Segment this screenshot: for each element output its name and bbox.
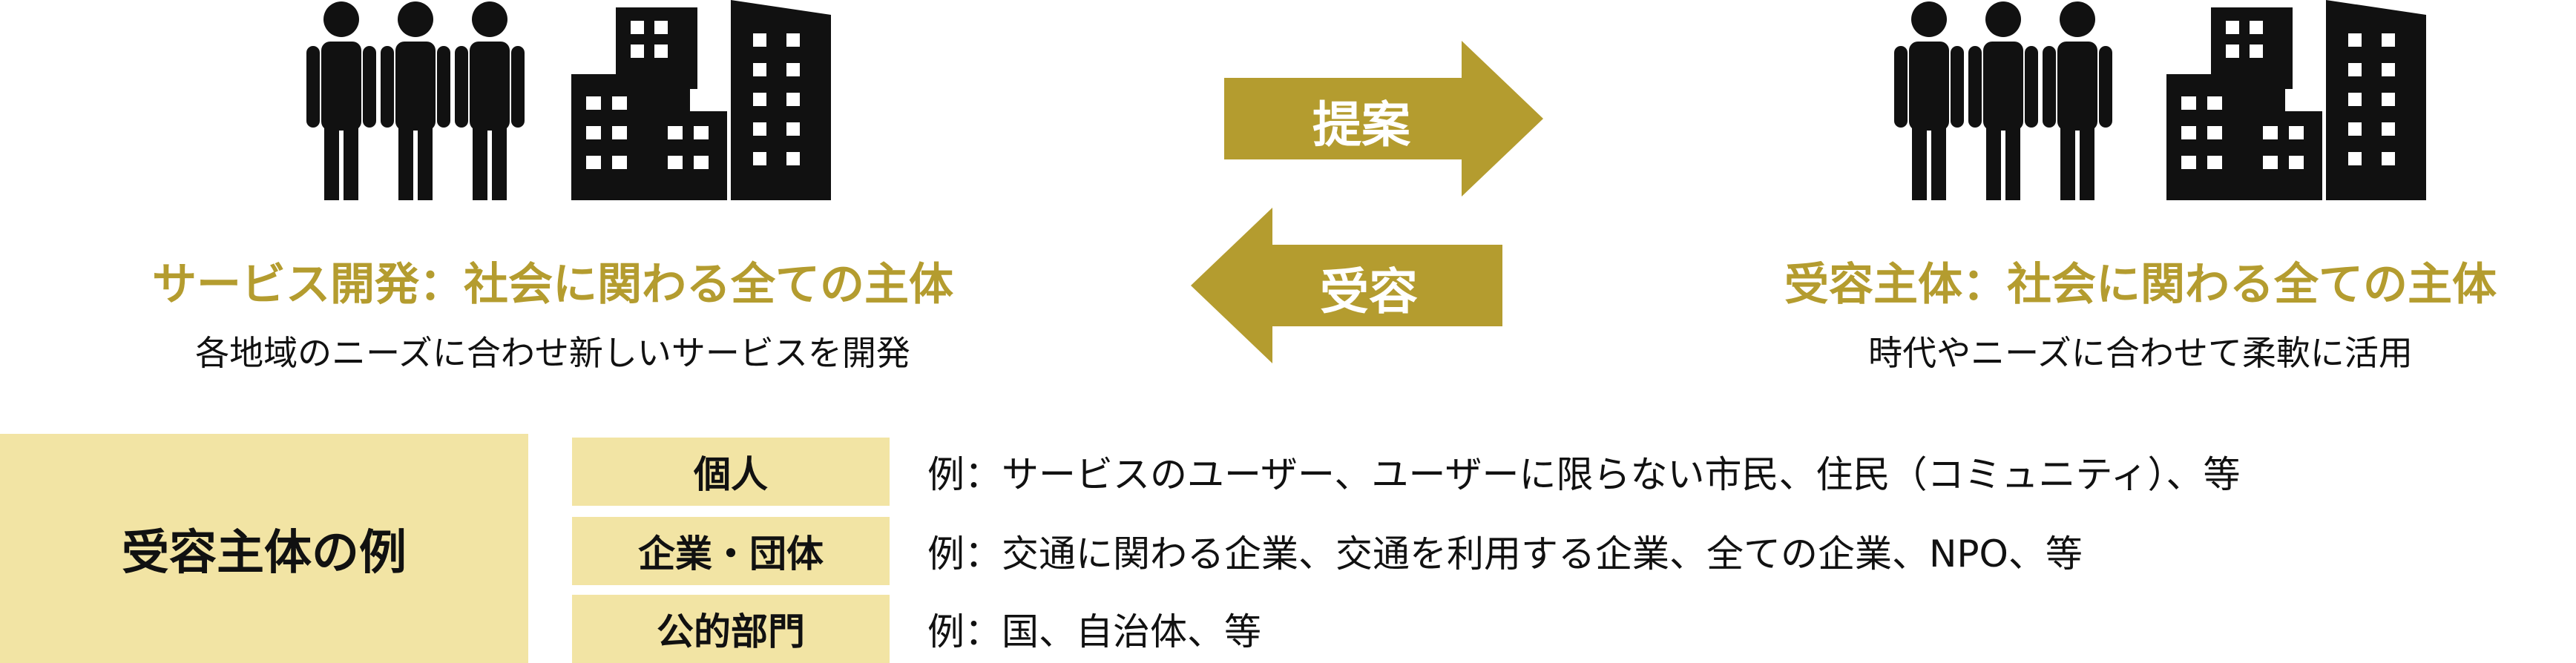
accept-label: 受容 [1320, 263, 1418, 320]
buildings-icon [571, 0, 831, 200]
people-group-icon [1894, 1, 2112, 200]
category-organization: 企業・団体 [572, 517, 890, 585]
right-subtext: 時代やニーズに合わせて柔軟に活用 [1868, 333, 2413, 373]
category-public-sector: 公的部門 [572, 595, 890, 663]
left-heading: サービス開発：社会に関わる全ての主体 [152, 259, 953, 311]
example-row-public-sector: 例：国、自治体、等 [927, 610, 1261, 653]
left-subtext: 各地域のニーズに合わせ新しいサービスを開発 [195, 333, 910, 373]
propose-label: 提案 [1312, 96, 1410, 154]
buildings-icon [2166, 0, 2426, 200]
right-heading: 受容主体：社会に関わる全ての主体 [1784, 259, 2497, 311]
examples-label: 受容主体の例 [122, 525, 407, 581]
people-group-icon [306, 1, 525, 200]
right-arrow-icon [1224, 41, 1543, 197]
category-individual: 個人 [572, 438, 890, 506]
example-row-individual: 例：サービスのユーザー、ユーザーに限らない市民、住民（コミュニティ）、等 [927, 453, 2241, 496]
examples-label-box [0, 434, 528, 663]
left-arrow-icon [1191, 208, 1502, 363]
example-row-organization: 例：交通に関わる企業、交通を利用する企業、全ての企業、NPO、等 [927, 532, 2083, 575]
